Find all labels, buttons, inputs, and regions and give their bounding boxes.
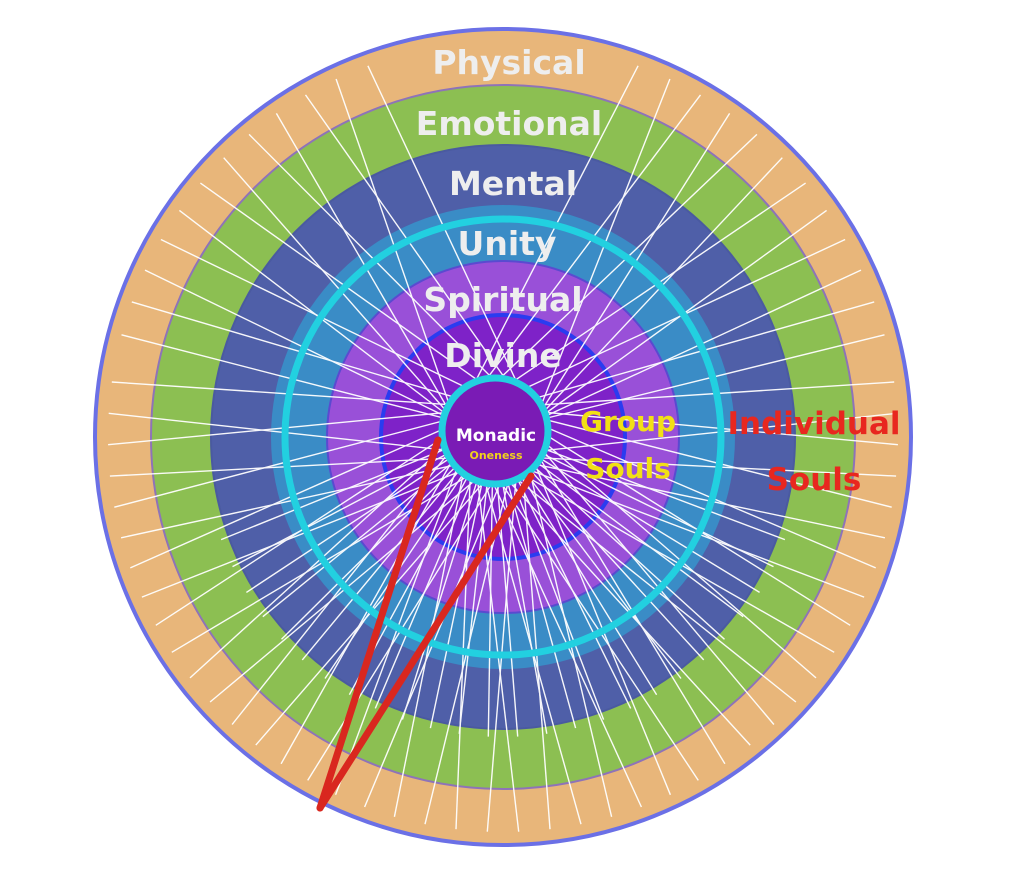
connection-line xyxy=(513,483,605,720)
red-connection-lines xyxy=(316,436,535,812)
connection-line xyxy=(220,449,443,541)
connection-line xyxy=(374,481,472,709)
connection-line xyxy=(246,459,448,593)
connection-line xyxy=(454,65,639,422)
connection-line xyxy=(534,78,671,422)
connection-line xyxy=(502,486,548,734)
connection-line xyxy=(535,468,725,640)
connection-line xyxy=(527,475,682,679)
individual-souls-label-line1: Individual xyxy=(727,406,900,442)
red-line-right xyxy=(316,472,535,812)
monadic-core xyxy=(438,374,552,488)
individual-souls-label-line2: Souls xyxy=(767,462,862,498)
physical-label: Physical xyxy=(432,43,585,82)
connection-line xyxy=(523,478,658,696)
connection-line xyxy=(281,468,455,640)
connection-line xyxy=(487,486,493,737)
connection-line xyxy=(545,454,774,568)
emotional-label: Emotional xyxy=(416,104,602,143)
oneness-label: Oneness xyxy=(469,449,522,462)
connection-line xyxy=(248,133,536,422)
connection-line xyxy=(367,65,536,422)
connection-line xyxy=(454,133,758,422)
monadic-label: Monadic xyxy=(456,426,536,446)
connection-line xyxy=(534,113,731,422)
connection-line xyxy=(232,454,445,568)
connection-line xyxy=(178,209,456,422)
connection-line xyxy=(518,481,632,709)
connection-line xyxy=(454,94,702,422)
connection-line xyxy=(507,485,577,729)
unity-ring-outline xyxy=(281,215,725,659)
group-souls-label-line1: Group xyxy=(580,405,676,438)
mental-label: Mental xyxy=(449,164,577,203)
connection-line xyxy=(121,334,456,422)
connection-line xyxy=(401,483,477,720)
red-line-left xyxy=(316,436,442,812)
connection-line xyxy=(547,449,786,541)
connection-line xyxy=(429,485,483,729)
connection-line xyxy=(144,269,456,422)
spiritual-label: Spiritual xyxy=(423,280,582,319)
unity-label: Unity xyxy=(458,224,557,263)
divine-label: Divine xyxy=(444,336,561,375)
group-souls-label-line2: Souls xyxy=(585,452,671,485)
connection-line xyxy=(301,472,459,661)
connection-line xyxy=(539,463,744,618)
connection-line xyxy=(542,459,760,593)
connection-line xyxy=(531,472,705,661)
connection-line xyxy=(458,486,488,734)
